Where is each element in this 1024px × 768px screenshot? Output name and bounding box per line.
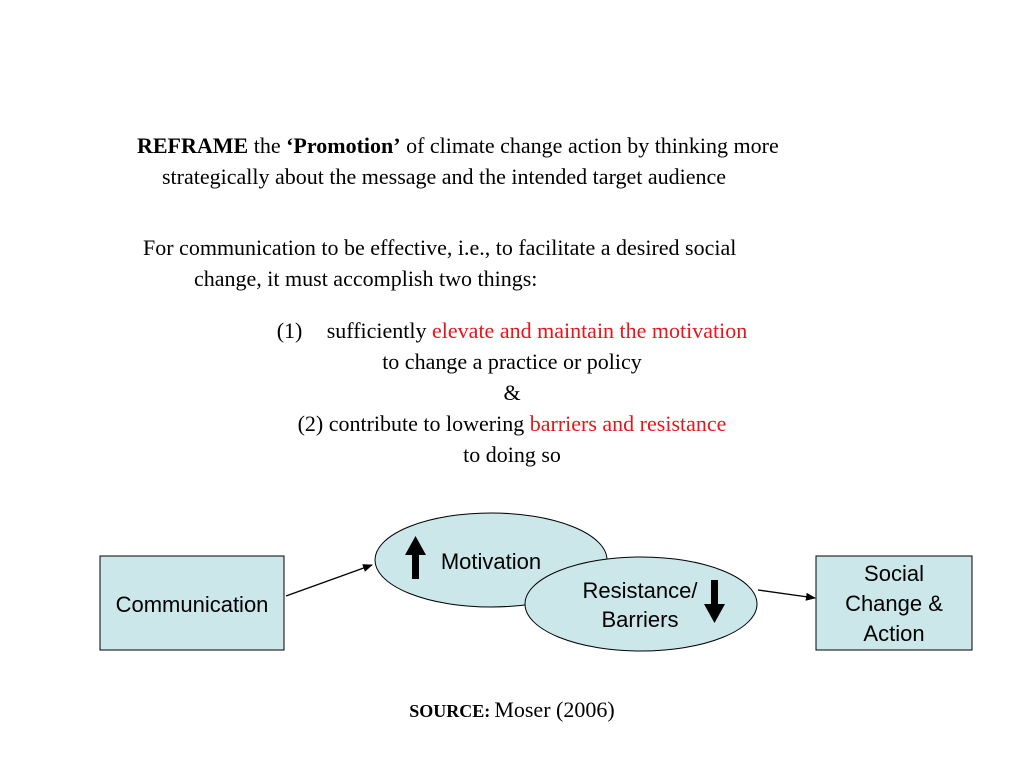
list-item-2-highlight: barriers and resistance — [529, 411, 727, 436]
resistance-node: Resistance/ Barriers — [524, 556, 758, 652]
list-item-2-pre: (2) contribute to lowering — [297, 411, 525, 436]
list-item-1-pre: sufficiently — [326, 318, 427, 343]
arrow-up-icon — [405, 536, 426, 579]
motivation-label: Motivation — [441, 549, 541, 574]
list-item-1-line-2: to change a practice or policy — [382, 349, 642, 374]
social-change-node: Social Change & Action — [815, 555, 973, 651]
social-label-line-3: Action — [863, 621, 924, 646]
arrow-to-social-change — [757, 589, 816, 601]
list-item-1-line-1: (1) sufficiently elevate and maintain the… — [0, 316, 1024, 346]
paragraph-line-2: change, it must accomplish two things: — [194, 266, 538, 291]
list-item-1-number: (1) — [276, 318, 303, 343]
list-item-2-line-1: (2) contribute to lowering barriers and … — [0, 409, 1024, 439]
communication-box — [99, 555, 285, 651]
headline-rest: of climate change action by thinking mor… — [406, 133, 779, 158]
paragraph-line-1: For communication to be effective, i.e.,… — [143, 235, 737, 260]
resistance-label-line-2: Barriers — [601, 607, 678, 632]
ampersand: & — [503, 380, 521, 405]
headline-reframe: REFRAME — [137, 133, 249, 158]
social-label-line-2: Change & — [845, 591, 943, 616]
communication-node: Communication — [99, 555, 285, 651]
headline-line-2: strategically about the message and the … — [162, 164, 727, 189]
communication-label: Communication — [116, 592, 269, 617]
source-label: SOURCE: — [409, 701, 491, 721]
headline-line-1: REFRAME the ‘Promotion’ of climate chang… — [137, 131, 779, 161]
headline-promotion: ‘Promotion’ — [286, 133, 401, 158]
social-change-box — [815, 555, 973, 651]
list-item-2-line-2: to doing so — [463, 442, 561, 467]
source-citation: SOURCE: Moser (2006) — [0, 697, 1024, 723]
resistance-ellipse — [524, 556, 758, 652]
headline-the: the — [253, 133, 281, 158]
social-label-line-1: Social — [864, 561, 924, 586]
arrow-down-icon — [704, 580, 725, 623]
list-item-1-highlight: elevate and maintain the motivation — [432, 318, 748, 343]
resistance-label-line-1: Resistance/ — [583, 578, 699, 603]
arrow-to-motivation — [285, 564, 373, 597]
source-value: Moser (2006) — [494, 697, 615, 722]
